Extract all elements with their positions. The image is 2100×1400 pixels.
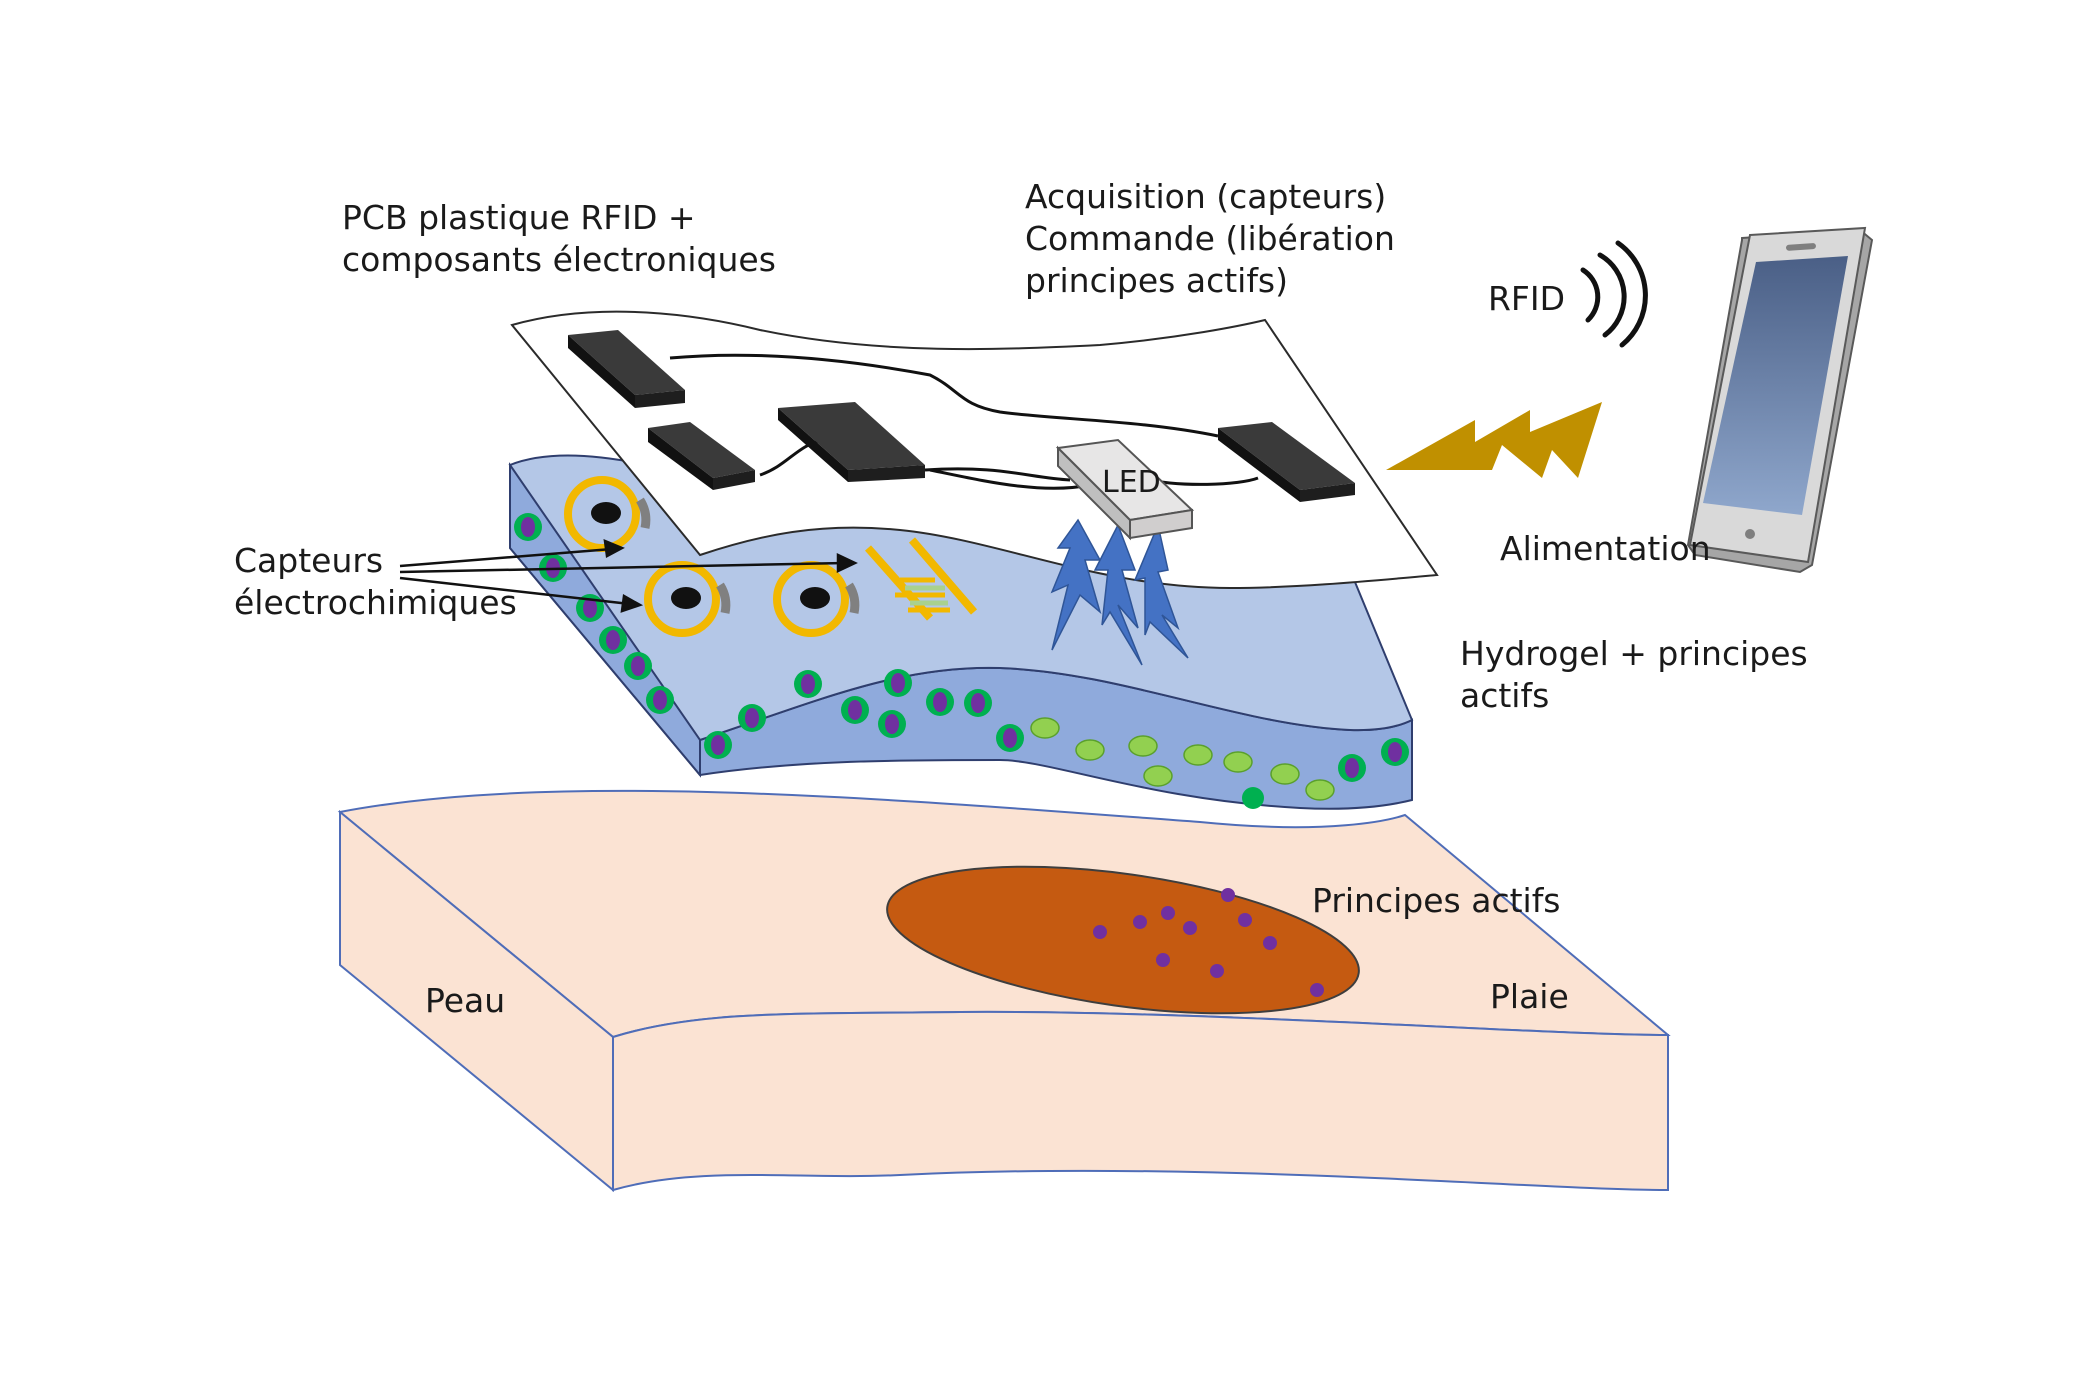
released-particle [1270, 763, 1300, 785]
labels: PCB plastique RFID + composants électron… [234, 177, 1808, 1020]
drug-dot [1210, 964, 1224, 978]
drug-dot [1238, 913, 1252, 927]
wound-area [886, 865, 1360, 1015]
drug-dot [1310, 983, 1324, 997]
light-bolt [1133, 522, 1189, 659]
peau-label: Peau [425, 981, 505, 1020]
alimentation-label: Alimentation [1500, 529, 1711, 568]
released-particle [1143, 765, 1173, 787]
light-bolt [1050, 518, 1102, 651]
drug-capsule [926, 688, 954, 716]
drug-capsule [599, 626, 627, 654]
electrochemical-sensors [564, 476, 978, 637]
drug-capsule [878, 710, 906, 738]
drug-capsule [841, 696, 869, 724]
acquisition-label-line1: Acquisition (capteurs) [1025, 177, 1386, 216]
pcb-chips [568, 330, 1355, 502]
led-light-bolts [1050, 518, 1189, 666]
phone-speaker [1786, 243, 1816, 251]
released-particle-dark [1242, 787, 1264, 809]
chip [568, 330, 685, 408]
released-particle [1223, 751, 1253, 773]
sensor-1 [564, 476, 651, 552]
drug-dot [1221, 888, 1235, 902]
sensor-callout-arrows [399, 539, 858, 613]
sensor-3 [773, 561, 860, 637]
hydrogel-label-line1: Hydrogel + principes [1460, 634, 1808, 673]
led-label: LED [1102, 465, 1161, 500]
drug-capsule [1381, 738, 1409, 766]
chip [1218, 422, 1355, 502]
plaie-label: Plaie [1490, 977, 1569, 1016]
drug-capsule [624, 652, 652, 680]
drug-dot [1133, 915, 1147, 929]
released-particle [1183, 744, 1213, 766]
drug-dot [1161, 906, 1175, 920]
light-bolt [1093, 523, 1143, 666]
drug-dot [1156, 953, 1170, 967]
wound-drug-dots [1093, 888, 1324, 997]
arrow-to-sensor-3 [399, 576, 631, 606]
released-particle [1075, 739, 1105, 761]
lightning-icon [1386, 402, 1602, 478]
pcb-sheet [510, 310, 1439, 590]
rfid-wave-icon [1580, 240, 1648, 348]
chip [648, 422, 755, 490]
phone-home-button [1745, 529, 1755, 539]
skin-block [337, 789, 1671, 1193]
drug-capsule [996, 724, 1024, 752]
drug-dot [1263, 936, 1277, 950]
pcb-label-line2: composants électroniques [342, 240, 776, 279]
capteurs-label-line1: Capteurs [234, 541, 383, 580]
released-particle [1030, 717, 1060, 739]
arrow-to-sensor-1 [399, 547, 613, 568]
interdigitated-sensor [865, 537, 978, 621]
skin-front-side [612, 1010, 1669, 1192]
arrow-to-sensor-2 [399, 561, 846, 574]
led-component: LED [1055, 438, 1195, 541]
acquisition-label-line2: Commande (libération [1025, 219, 1395, 258]
drug-dot [1183, 921, 1197, 935]
hydrogel-label-line2: actifs [1460, 676, 1549, 715]
drug-capsule [1338, 754, 1366, 782]
drug-dot [1093, 925, 1107, 939]
released-particle [1305, 779, 1335, 801]
released-particle [1128, 735, 1158, 757]
acquisition-label-line3: principes actifs) [1025, 261, 1288, 300]
drug-capsule [514, 513, 542, 541]
phone-screen [1703, 256, 1848, 515]
pcb-label-line1: PCB plastique RFID + [342, 198, 696, 237]
skin-left-side [339, 809, 614, 1193]
drug-capsule [738, 704, 766, 732]
hydrogel-encapsulated-drugs [514, 513, 1409, 782]
hydrogel-released-particles [1030, 717, 1335, 809]
drug-capsule [964, 689, 992, 717]
rfid-label: RFID [1488, 279, 1565, 318]
chip [778, 402, 925, 482]
smartphone-icon [1686, 226, 1874, 574]
sensor-2 [644, 561, 731, 637]
capteurs-label-line2: électrochimiques [234, 583, 517, 622]
drug-capsule [884, 669, 912, 697]
drug-capsule [704, 731, 732, 759]
principes-actifs-label: Principes actifs [1312, 881, 1561, 920]
drug-capsule [646, 686, 674, 714]
drug-capsule [794, 670, 822, 698]
